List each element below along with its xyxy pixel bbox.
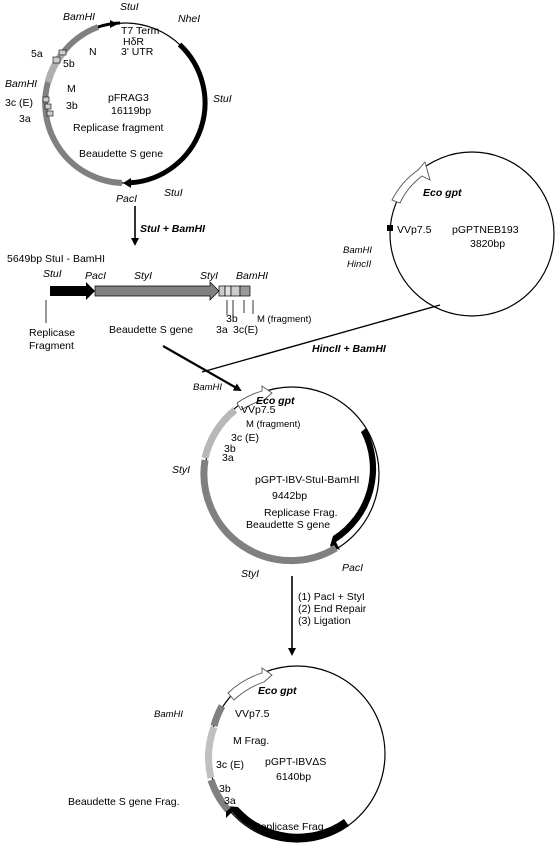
label-replicase-fragment: Replicase fragment: [73, 122, 164, 134]
label-5b: 5b: [63, 58, 75, 70]
ibv-stu-label-styi-left: StyI: [172, 464, 190, 476]
linear-label-fragment: Fragment: [29, 340, 74, 352]
linear-fragment-title: 5649bp StuI - BamHI: [7, 253, 105, 265]
step3-line1: (1) PacI + StyI: [298, 591, 365, 603]
label-t7-term: T7 Term: [121, 25, 160, 37]
utr-segment: [97, 21, 121, 29]
label-3a: 3a: [19, 113, 31, 125]
s-gene-block: [94, 281, 220, 301]
ibv-stu-label-3c: 3c (E): [231, 432, 259, 444]
step1-label: StuI + BamHI: [140, 223, 206, 235]
replicase-frag-segment: [330, 428, 377, 550]
label-3c: 3c (E): [5, 97, 33, 109]
ibv-ds-label-3b: 3b: [219, 783, 231, 795]
label-hdr: HδR: [123, 36, 144, 48]
ibv-stu-label-bamhi: BamHI: [193, 382, 222, 393]
step2-label: HincII + BamHI: [312, 343, 387, 355]
replicase-arrow: [123, 178, 131, 188]
step3-line3: (3) Ligation: [298, 615, 351, 627]
plasmid-pgptneb193-size: 3820bp: [470, 238, 505, 250]
pgptneb-label-bamhi: BamHI: [343, 245, 372, 256]
ibv-ds-label-s-gene-frag: Beaudette S gene Frag.: [68, 796, 180, 808]
plasmid-ibv-delta-s: Eco gpt BamHI VVp7.5 M Frag. pGPT-IBVΔS …: [68, 665, 386, 843]
replicase-segment: [130, 42, 208, 186]
pgptneb-label-ecogpt: Eco gpt: [423, 187, 462, 199]
pgptneb-label-hincii: HincII: [347, 259, 372, 270]
plasmid-pfrag3-name: pFRAG3: [108, 92, 149, 104]
label-stui-right: StuI: [213, 93, 232, 105]
accessory-genes-segment-3: [201, 407, 238, 459]
ibv-stu-label-replicase: Replicase Frag.: [264, 507, 338, 519]
linear-label-stui: StuI: [43, 268, 62, 280]
ibv-ds-label-3c: 3c (E): [216, 759, 244, 771]
ibv-stu-label-paci: PacI: [342, 562, 363, 574]
label-3b: 3b: [66, 100, 78, 112]
label-bamhi-top: BamHI: [63, 11, 95, 23]
step3-line2: (2) End Repair: [298, 603, 367, 615]
plasmid-pfrag3: StuI BamHI NheI T7 Term HδR 3' UTR N 5a …: [5, 1, 232, 205]
label-beaudette-s-gene: Beaudette S gene: [79, 148, 163, 160]
s-gene-segment-3: [200, 459, 338, 565]
linear-fragment: 5649bp StuI - BamHI StuI PacI StyI StyI …: [7, 253, 311, 352]
replicase-frag-segment-4: [226, 806, 349, 843]
pgptneb-label-vvp75: VVp7.5: [397, 224, 432, 236]
ibv-ds-label-replicase: Replicase Frag.: [253, 821, 327, 833]
ibv-stu-label-ecogpt: Eco gpt: [256, 395, 295, 407]
plasmid-ibv-ds-size: 6140bp: [276, 771, 311, 783]
ibv-ds-label-bamhi: BamHI: [154, 709, 183, 720]
ibv-stu-label-3b: 3b: [224, 443, 236, 455]
linear-label-3a: 3a: [216, 324, 228, 336]
linear-label-paci: PacI: [85, 270, 106, 282]
ibv-stu-label-3a: 3a: [222, 452, 234, 464]
linear-label-replicase: Replicase: [29, 327, 75, 339]
label-paci: PacI: [116, 193, 137, 205]
label-5a: 5a: [31, 48, 43, 60]
linear-label-styi-1: StyI: [134, 270, 152, 282]
plasmid-pfrag3-size: 16119bp: [111, 105, 151, 117]
label-stui-bottom: StuI: [164, 187, 183, 199]
ibv-stu-label-vvp75: VVp7.5: [241, 404, 276, 416]
ibv-stu-label-m-fragment: M (fragment): [246, 419, 300, 430]
linear-label-styi-2: StyI: [200, 270, 218, 282]
m-frag-segment: [210, 704, 226, 727]
linear-label-3b: 3b: [226, 313, 238, 325]
replicase-block: [50, 282, 95, 300]
label-n: N: [89, 46, 97, 58]
t7-arrow: [110, 20, 118, 28]
plasmid-pgptneb193-circle: [389, 151, 555, 317]
plasmid-ibv-stui-size: 9442bp: [272, 490, 307, 502]
linear-label-bamhi: BamHI: [236, 270, 268, 282]
step2-line: [201, 304, 441, 373]
linear-label-m-fragment: M (fragment): [257, 314, 311, 325]
ibv-stu-label-s-gene: Beaudette S gene: [246, 519, 330, 531]
eco-gpt-gene-4: [227, 667, 273, 701]
label-stui-top: StuI: [120, 1, 139, 13]
accessory-genes-segment-4: [205, 725, 218, 779]
plasmid-pgptneb193-name: pGPTNEB193: [452, 224, 519, 236]
plasmid-pgptneb193: Eco gpt VVp7.5 pGPTNEB193 3820bp BamHI H…: [343, 151, 555, 317]
plasmid-ibv-stui-name: pGPT-IBV-StuI-BamHI: [255, 474, 359, 486]
ibv-stu-label-styi-bottom: StyI: [241, 568, 259, 580]
ibv-ds-label-3a: 3a: [224, 795, 236, 807]
ibv-ds-label-m-frag: M Frag.: [233, 735, 269, 747]
step2-arrow: [162, 345, 242, 391]
linear-label-3c: 3c(E): [233, 324, 258, 336]
s-gene-frag-segment: [207, 778, 231, 813]
ibv-ds-label-vvp75: VVp7.5: [235, 708, 270, 720]
eco-gpt-gene-3: [236, 385, 273, 411]
plasmid-ibv-stui-bamhi: BamHI Eco gpt VVp7.5 M (fragment) 3c (E)…: [172, 382, 380, 580]
plasmid-ibv-ds-name: pGPT-IBVΔS: [265, 756, 326, 768]
eco-gpt-gene: [391, 161, 431, 204]
label-nhei: NheI: [178, 13, 200, 25]
label-m: M: [67, 83, 76, 95]
ibv-ds-label-ecogpt: Eco gpt: [258, 685, 297, 697]
linear-label-s-gene: Beaudette S gene: [109, 324, 193, 336]
label-bamhi-left: BamHI: [5, 78, 37, 90]
label-3utr: 3' UTR: [121, 46, 154, 58]
